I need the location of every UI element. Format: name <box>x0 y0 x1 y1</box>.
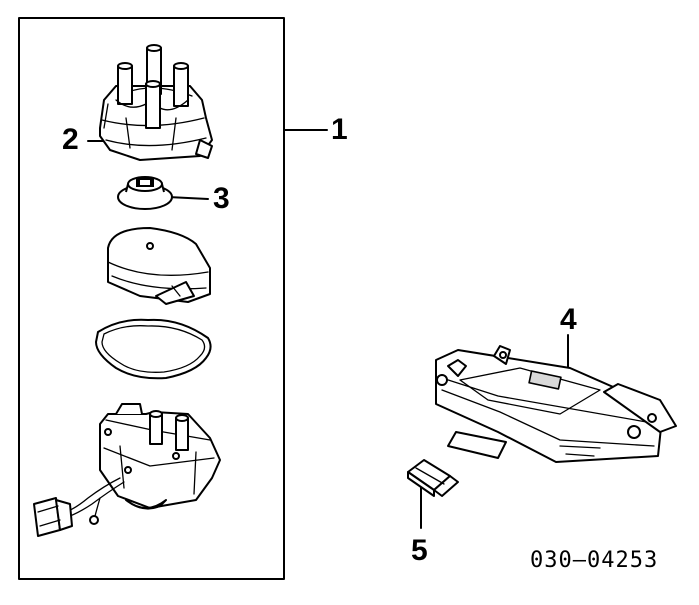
callout-4: 4 <box>560 303 577 336</box>
distributor-cap <box>99 44 213 161</box>
gasket <box>95 318 212 380</box>
ignition-module <box>107 227 211 305</box>
callout-2: 2 <box>62 123 79 156</box>
cap-terminal <box>145 83 161 129</box>
rotor <box>117 176 173 210</box>
diagram-code: 030–04253 <box>530 548 659 573</box>
leader-line-3 <box>167 196 209 200</box>
callout-5: 5 <box>411 534 428 567</box>
callout-3: 3 <box>213 182 230 215</box>
wire-harness <box>33 477 125 537</box>
clip <box>407 459 459 497</box>
assembly-frame <box>18 17 285 580</box>
cap-terminal <box>117 65 133 105</box>
control-unit <box>435 345 677 463</box>
callout-1: 1 <box>331 113 348 146</box>
cap-terminal <box>173 65 189 107</box>
distributor-housing <box>99 403 221 510</box>
